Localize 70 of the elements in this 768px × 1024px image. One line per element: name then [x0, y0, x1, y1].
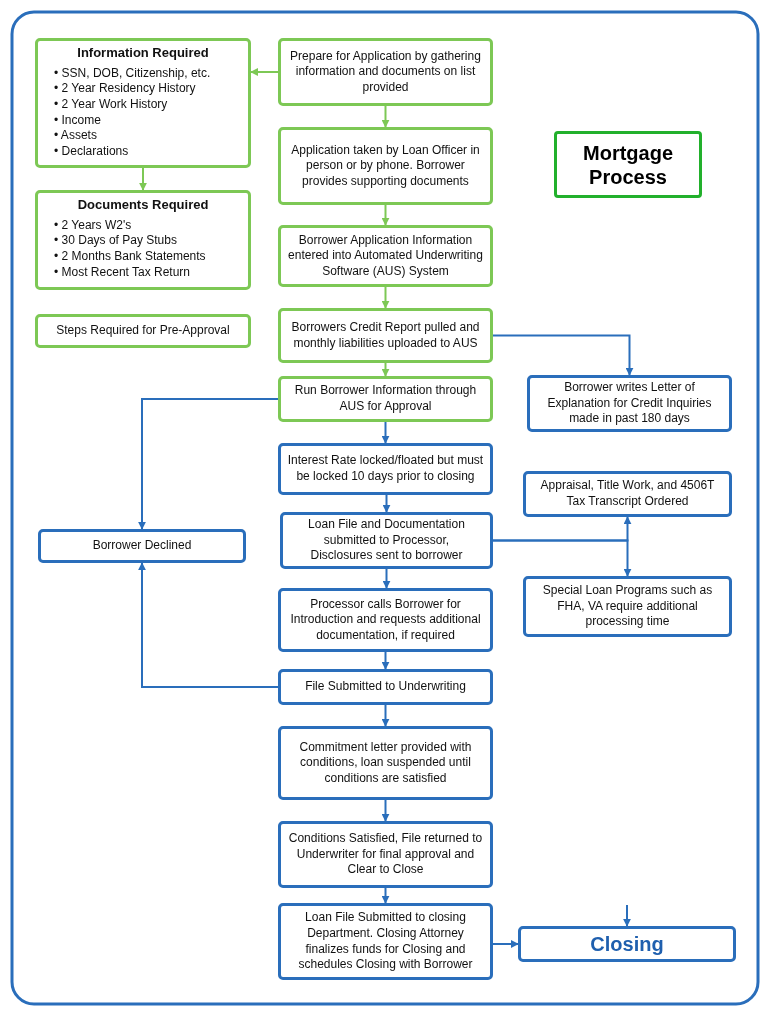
process-box: [278, 308, 493, 363]
box-text: Special Loan Programs such as FHA, VA require additional processing time: [541, 583, 714, 630]
arrow: [492, 539, 632, 577]
arrow: [623, 904, 631, 927]
process-box: [35, 38, 251, 168]
arrow: [382, 568, 391, 589]
box-text: File Submitted to Underwriting: [305, 679, 466, 695]
arrow: [381, 421, 390, 444]
box-text: Borrower writes Letter of Explanation for Credit Inquiries made in past 180 days: [546, 380, 713, 427]
process-box: [278, 669, 493, 705]
list-item: • Most Recent Tax Return: [54, 264, 192, 281]
list-item: • 2 Years W2's: [54, 217, 133, 234]
list-item: • Assets: [54, 128, 98, 144]
process-box: [38, 529, 246, 563]
box-text: Commitment letter provided with conditions, loan suspended until conditions are satisfied: [298, 739, 473, 787]
process-box: [278, 903, 493, 980]
process-box: [278, 225, 493, 287]
box-text: Closing: [590, 932, 664, 957]
arrow: [492, 940, 519, 948]
arrow: [381, 286, 390, 309]
box-heading: Information Required: [76, 45, 210, 62]
arrow: [381, 651, 390, 670]
box-text: Loan File and Documentation submitted to Processor, Disclosures sent to borrower: [307, 517, 466, 564]
arrow: [250, 68, 279, 76]
box-text: Interest Rate locked/floated but must be locked 10 days prior to closing: [287, 453, 484, 485]
process-box: [35, 190, 251, 290]
list-item: • 2 Year Work History: [54, 97, 169, 113]
list-item: • Income: [54, 112, 102, 129]
process-box: [278, 38, 493, 106]
list-item: • 2 Months Bank Statements: [54, 249, 207, 265]
box-text: Run Borrower Information through AUS for Approval: [293, 383, 478, 415]
process-box: [278, 376, 493, 422]
box-text: Borrower Declined: [92, 538, 192, 554]
box-text: Application taken by Loan Officer in person or by phone. Borrower provides supporting documents: [290, 142, 481, 190]
box-text: Appraisal, Title Work, and 4506T Tax Transcript Ordered: [539, 478, 716, 510]
box-text: Prepare for Application by gathering information and documents on list provided: [289, 48, 482, 96]
arrow: [492, 334, 634, 376]
title-box: Mortgage Process: [554, 131, 702, 198]
process-box: [280, 512, 493, 569]
arrow: [381, 362, 390, 377]
list-item: • 30 Days of Pay Stubs: [54, 233, 178, 250]
process-box: [278, 821, 493, 888]
box-text: Borrowers Credit Report pulled and monthly liabilities uploaded to AUS: [290, 319, 481, 352]
arrow: [138, 562, 279, 688]
process-box: [35, 314, 251, 348]
box-text: Loan File Submitted to closing Department. Closing Attorney finalizes funds for Closing and schedules Closing with Borrower: [297, 910, 474, 973]
arrow: [381, 887, 390, 904]
box-text: Conditions Satisfied, File returned to Underwriter for final approval and Clear to Close: [287, 831, 484, 878]
process-box: [278, 443, 493, 495]
arrow: [381, 105, 390, 128]
process-box: [278, 588, 493, 652]
arrow: [139, 167, 147, 191]
arrow: [381, 704, 390, 727]
box-text: Borrower Application Information entered into Automated Underwriting Software (AUS) System: [287, 232, 484, 280]
list-item: • 2 Year Residency History: [54, 81, 197, 98]
process-box: [523, 576, 732, 637]
process-box: [527, 375, 732, 432]
box-heading: Documents Required: [76, 197, 210, 214]
arrow: [381, 799, 390, 822]
process-box: [278, 127, 493, 205]
arrow: [381, 204, 390, 226]
process-box: [523, 471, 732, 517]
closing-box: [518, 926, 736, 962]
arrow: [382, 494, 391, 513]
box-text: Processor calls Borrower for Introduction and requests additional documentation, if required: [289, 596, 482, 644]
process-box: [278, 726, 493, 800]
list-item: • SSN, DOB, Citizenship, etc.: [54, 65, 212, 82]
box-text: Steps Required for Pre-Approval: [56, 323, 230, 339]
list-item: • Declarations: [54, 143, 130, 160]
arrow: [138, 398, 279, 530]
